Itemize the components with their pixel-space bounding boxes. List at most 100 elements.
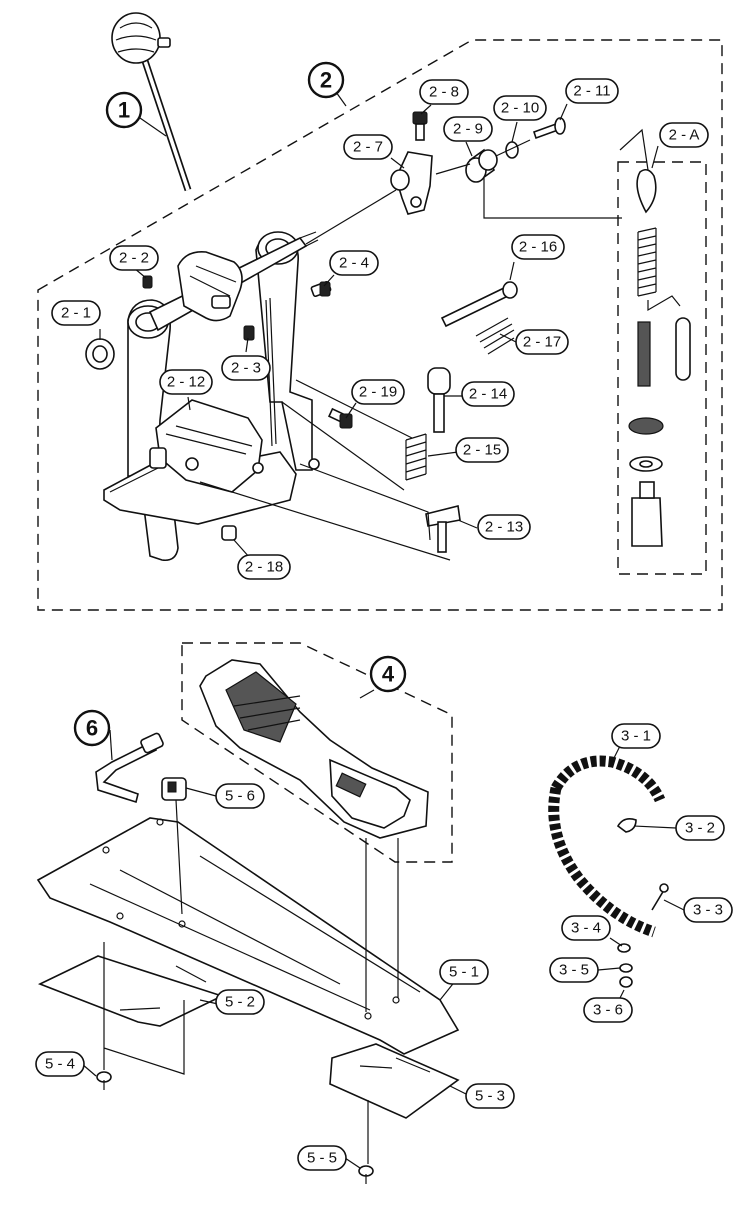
svg-text:3 - 5: 3 - 5	[559, 962, 589, 979]
svg-text:2 - 1: 2 - 1	[61, 305, 91, 322]
assembly-1-label: 1	[118, 98, 130, 123]
svg-text:2 - 11: 2 - 11	[573, 83, 610, 100]
frame-axis-lines	[199, 379, 451, 561]
spring-assembly-part	[628, 168, 691, 547]
shaft-axis-line	[305, 139, 531, 245]
svg-text:2 - 15: 2 - 15	[463, 442, 501, 459]
part-label-2-1: 2 - 1	[51, 300, 101, 326]
part-label-2-8: 2 - 8	[419, 79, 469, 105]
svg-text:2 - 9: 2 - 9	[453, 121, 483, 138]
svg-text:2 - 16: 2 - 16	[519, 239, 557, 256]
2-A-axis-line	[483, 128, 649, 219]
nut-3-6-part	[619, 976, 633, 988]
screw-3-3-part	[651, 883, 669, 911]
part-label-2-19: 2 - 19	[351, 379, 405, 405]
svg-text:2 - 8: 2 - 8	[429, 84, 459, 101]
part-label-2-9: 2 - 9	[443, 116, 493, 142]
assembly-4-boundary	[181, 642, 453, 863]
part-label-5-6: 5 - 6	[215, 783, 265, 809]
washer-3-5-part	[619, 963, 633, 973]
clip-part	[616, 818, 637, 833]
part-label-5-2: 5 - 2	[215, 989, 265, 1015]
svg-text:2 - A: 2 - A	[669, 127, 700, 144]
part-label-2-15: 2 - 15	[455, 437, 509, 463]
part-label-2-12: 2 - 12	[159, 369, 213, 395]
svg-text:3 - 2: 3 - 2	[685, 820, 715, 837]
part-label-2-10: 2 - 10	[493, 95, 547, 121]
part-label-5-5: 5 - 5	[297, 1145, 347, 1171]
svg-text:3 - 1: 3 - 1	[621, 728, 651, 745]
set-screw-part	[142, 275, 153, 289]
svg-text:2 - 19: 2 - 19	[359, 384, 397, 401]
bolt-2-19-part	[327, 407, 353, 429]
part-label-2-18: 2 - 18	[237, 554, 291, 580]
svg-text:2 - 18: 2 - 18	[245, 559, 283, 576]
bolt-2-8-part	[412, 111, 428, 141]
assembly-2-callout: 2	[307, 61, 345, 99]
part-label-2-4: 2 - 4	[329, 250, 379, 276]
svg-text:5 - 3: 5 - 3	[475, 1088, 505, 1105]
assembly-4-label: 4	[382, 662, 395, 687]
assembly-2-A-boundary	[617, 161, 707, 575]
svg-text:5 - 2: 5 - 2	[225, 994, 255, 1011]
svg-text:2 - 17: 2 - 17	[523, 334, 561, 351]
small-spring-part	[475, 317, 515, 355]
part-label-2-11: 2 - 11	[565, 78, 619, 104]
svg-text:5 - 5: 5 - 5	[307, 1150, 337, 1167]
clamp-part	[161, 777, 187, 801]
screw-5-4-part	[96, 1071, 112, 1090]
assembly-2-label: 2	[320, 68, 332, 93]
wing-bolt-part	[425, 505, 461, 553]
svg-text:5 - 6: 5 - 6	[225, 788, 255, 805]
tension-knob-part	[427, 367, 451, 433]
svg-text:3 - 3: 3 - 3	[693, 902, 723, 919]
svg-text:2 - 2: 2 - 2	[119, 250, 149, 267]
svg-text:5 - 1: 5 - 1	[449, 964, 479, 981]
footboard-part	[199, 659, 429, 839]
plate-5-3-part	[329, 1043, 460, 1119]
part-label-3-2: 3 - 2	[675, 815, 725, 841]
screw-2-11-part	[532, 117, 566, 140]
part-label-3-6: 3 - 6	[583, 997, 633, 1023]
key-part	[243, 325, 255, 341]
part-label-3-3: 3 - 3	[683, 897, 733, 923]
part-label-5-1: 5 - 1	[439, 959, 489, 985]
plate-5-2-part	[37, 955, 225, 1027]
part-label-2-16: 2 - 16	[511, 234, 565, 260]
chain-part	[548, 755, 666, 938]
svg-text:3 - 6: 3 - 6	[593, 1002, 623, 1019]
long-bolt-part	[440, 281, 518, 328]
pedal-frame-part	[103, 231, 320, 562]
svg-text:2 - 3: 2 - 3	[231, 360, 261, 377]
part-label-2-13: 2 - 13	[477, 514, 531, 540]
beater-part	[111, 12, 192, 192]
part-label-5-3: 5 - 3	[465, 1083, 515, 1109]
svg-text:2 - 14: 2 - 14	[469, 386, 507, 403]
part-label-5-4: 5 - 4	[35, 1051, 85, 1077]
svg-text:2 - 7: 2 - 7	[353, 139, 383, 156]
part-label-2-14: 2 - 14	[461, 381, 515, 407]
drum-key-part	[95, 732, 164, 804]
assembly-6-callout: 6	[73, 709, 111, 747]
bearing-ring-part	[85, 338, 115, 370]
bushing-part	[465, 148, 498, 183]
part-label-3-1: 3 - 1	[611, 723, 661, 749]
svg-text:2 - 10: 2 - 10	[501, 100, 539, 117]
assembly-2-boundary	[37, 39, 723, 611]
part-label-3-5: 3 - 5	[549, 957, 599, 983]
assembly-4-callout: 4	[369, 655, 407, 693]
part-label-2-7: 2 - 7	[343, 134, 393, 160]
part-label-2-A: 2 - A	[659, 122, 709, 148]
base-axis-lines	[103, 799, 399, 1164]
screw-5-5-part	[358, 1165, 374, 1184]
part-label-2-17: 2 - 17	[515, 329, 569, 355]
base-plate-part	[36, 817, 460, 1055]
rod-holder-part	[390, 151, 433, 215]
svg-text:5 - 4: 5 - 4	[45, 1056, 75, 1073]
svg-text:2 - 4: 2 - 4	[339, 255, 369, 272]
svg-text:2 - 13: 2 - 13	[485, 519, 523, 536]
leader-lines	[81, 91, 685, 1169]
svg-text:2 - 12: 2 - 12	[167, 374, 205, 391]
assembly-1-callout: 1	[105, 91, 143, 129]
